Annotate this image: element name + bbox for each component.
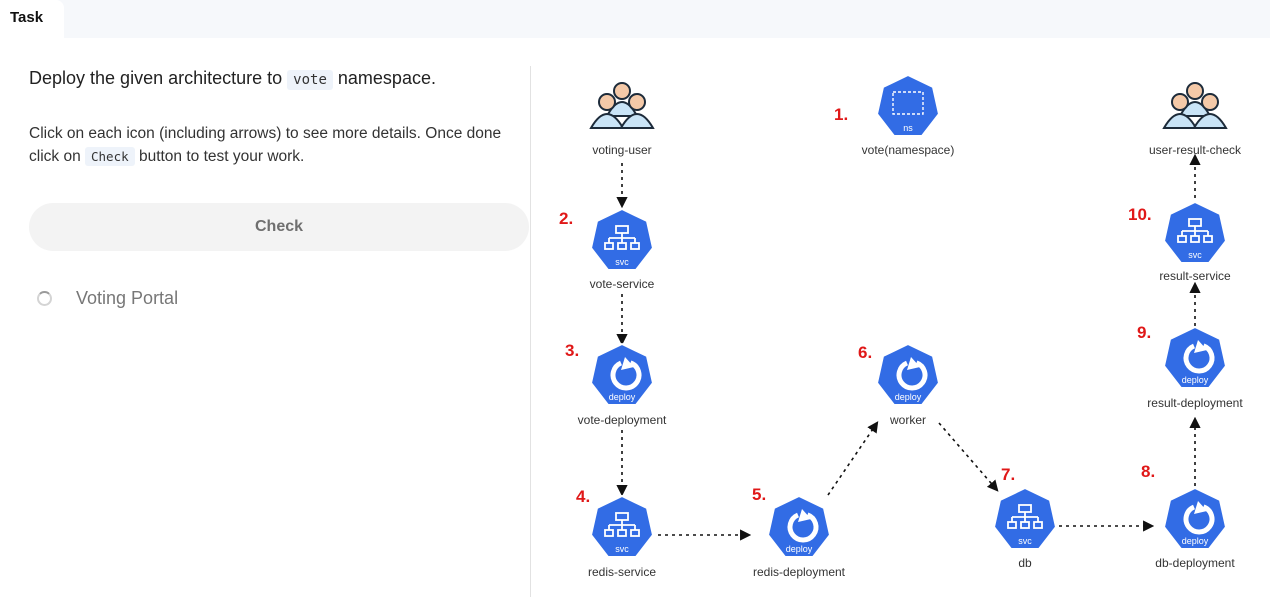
- result-service-node[interactable]: svc: [1163, 201, 1227, 264]
- step-number-9: 9.: [1137, 323, 1151, 342]
- task-instructions: Click on each icon (including arrows) to…: [29, 122, 519, 168]
- step-number-10: 10.: [1128, 205, 1152, 224]
- step-number-8: 8.: [1141, 462, 1155, 481]
- task-title-suffix: namespace.: [337, 68, 436, 88]
- voting-portal-item[interactable]: Voting Portal: [37, 288, 178, 309]
- check-button[interactable]: Check: [29, 203, 529, 251]
- vote-namespace-node[interactable]: ns: [876, 74, 940, 137]
- step-number-2: 2.: [559, 209, 573, 228]
- voting-user-node[interactable]: [590, 82, 654, 129]
- db-node[interactable]: svc: [993, 487, 1057, 550]
- tab-bar: Task: [0, 0, 1270, 38]
- vote-namespace-label: vote(namespace): [862, 143, 955, 157]
- voting-user-label: voting-user: [592, 143, 651, 157]
- voting-portal-label: Voting Portal: [76, 288, 179, 308]
- architecture-diagram: voting-user 1. ns vote(namespace) user-r…: [559, 74, 1243, 579]
- loading-spinner-icon: [37, 291, 52, 306]
- worker-node[interactable]: deploy: [876, 343, 940, 406]
- check-code: Check: [85, 147, 135, 166]
- vote-service-node[interactable]: svc: [590, 208, 654, 271]
- deployment-badge: deploy: [786, 544, 813, 554]
- result-deployment-node[interactable]: deploy: [1163, 326, 1227, 389]
- vote-deployment-node[interactable]: deploy: [590, 343, 654, 406]
- namespace-code: vote: [287, 70, 333, 90]
- task-title: Deploy the given architecture to vote na…: [29, 68, 436, 90]
- service-badge: svc: [615, 257, 629, 267]
- service-badge: svc: [615, 544, 629, 554]
- instructions-part1: Click on each icon (including arrows) to…: [29, 125, 502, 165]
- redis-deployment-node[interactable]: deploy: [767, 495, 831, 558]
- namespace-badge: ns: [903, 123, 913, 133]
- result-service-label: result-service: [1159, 269, 1231, 283]
- task-title-prefix: Deploy the given architecture to: [29, 68, 283, 88]
- db-deployment-label: db-deployment: [1155, 556, 1235, 570]
- service-badge: svc: [1018, 536, 1032, 546]
- users-icon: [590, 82, 654, 129]
- deployment-badge: deploy: [609, 392, 636, 402]
- worker-label: worker: [889, 413, 926, 427]
- step-number-5: 5.: [752, 485, 766, 504]
- deployment-badge: deploy: [1182, 536, 1209, 546]
- step-number-1: 1.: [834, 105, 848, 124]
- service-badge: svc: [1188, 250, 1202, 260]
- task-panel: Deploy the given architecture to vote na…: [0, 38, 530, 597]
- redis-service-label: redis-service: [588, 565, 656, 579]
- step-number-6: 6.: [858, 343, 872, 362]
- instructions-part2: button to test your work.: [138, 148, 305, 165]
- db-deployment-node[interactable]: deploy: [1163, 487, 1227, 550]
- redis-service-node[interactable]: svc: [590, 495, 654, 558]
- tab-task[interactable]: Task: [0, 0, 64, 38]
- arrow-worker-to-db[interactable]: [938, 422, 999, 492]
- user-result-check-label: user-result-check: [1149, 143, 1242, 157]
- step-number-3: 3.: [565, 341, 579, 360]
- users-icon: [1163, 82, 1227, 129]
- panel-divider: [530, 66, 531, 597]
- db-label: db: [1018, 556, 1032, 570]
- step-number-7: 7.: [1001, 465, 1015, 484]
- result-deployment-label: result-deployment: [1147, 396, 1243, 410]
- vote-deployment-label: vote-deployment: [578, 413, 667, 427]
- deployment-badge: deploy: [1182, 375, 1209, 385]
- deployment-badge: deploy: [895, 392, 922, 402]
- user-result-check-node[interactable]: [1163, 82, 1227, 129]
- redis-deployment-label: redis-deployment: [753, 565, 846, 579]
- arrow-redis-deployment-to-worker[interactable]: [827, 421, 879, 496]
- step-number-4: 4.: [576, 487, 590, 506]
- vote-service-label: vote-service: [590, 277, 655, 291]
